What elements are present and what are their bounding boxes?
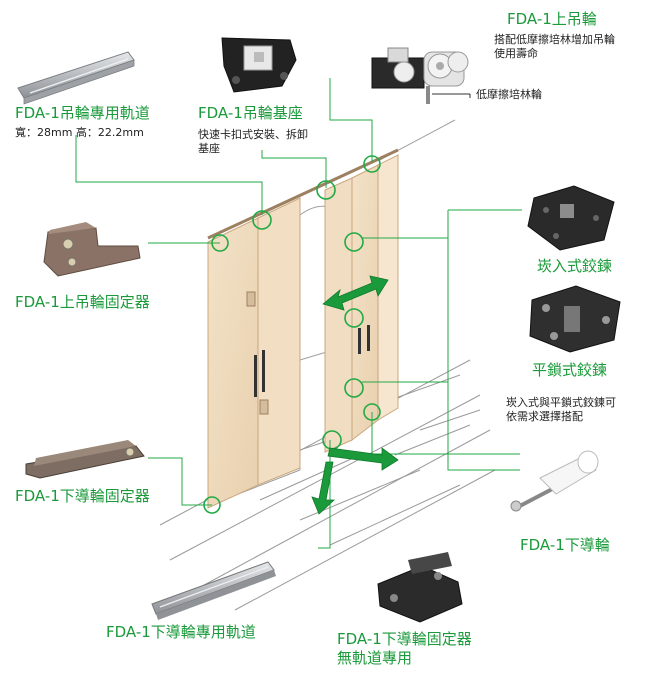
upper-roller-title: FDA-1上吊輪 [507,10,597,28]
floor-planks [159,359,496,611]
lower-bracket-title: FDA-1下導輪固定器 [15,487,150,505]
trackless-bracket-icon [377,552,463,623]
flat-hinge-icon [529,285,621,353]
snap-hinge-title: 崁入式鉸鍊 [537,257,613,275]
highlight-circles [203,155,381,514]
folding-door-panels [207,148,399,509]
base-title: FDA-1吊輪基座 [198,104,303,122]
motion-arrows [311,275,399,515]
track-title: FDA-1吊輪專用軌道 [15,104,150,122]
lower-bracket-icon [25,440,145,479]
lower-track-icon [151,561,276,620]
lower-track-title: FDA-1下導輪專用軌道 [106,623,256,641]
aluminum-track-icon [17,51,135,105]
upper-roller-icon [371,47,471,104]
lower-guide-title: FDA-1下導輪 [520,536,610,554]
base-note: 快速卡扣式安裝、拆卸 基座 [198,128,308,155]
flat-hinge-title: 平鎖式鉸鍊 [532,361,608,379]
snap-hinge-icon [527,185,615,251]
upper-bracket-icon [43,222,141,277]
upper-roller-note: 搭配低摩擦培林增加吊輪 使用壽命 [494,33,615,60]
roller-base-icon [221,37,297,93]
bearing-wheel-note: 低摩擦培林輪 [476,88,542,101]
hinge-note: 崁入式與平鎖式鉸鍊可 依需求選擇搭配 [506,396,616,423]
trackless-bracket-title: FDA-1下導輪固定器 無軌道專用 [337,630,472,667]
track-spec: 寬：28mm 高：22.2mm [15,126,144,139]
lower-guide-wheel-icon [510,450,599,512]
upper-bracket-title: FDA-1上吊輪固定器 [15,293,150,311]
